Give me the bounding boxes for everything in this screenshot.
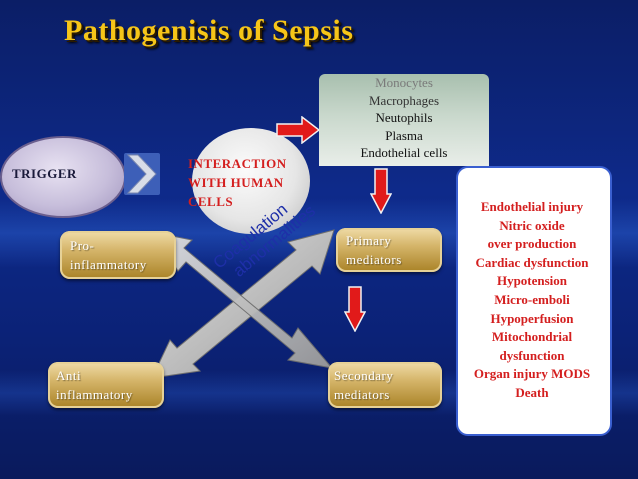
primary-mediators-box: [336, 228, 442, 272]
outcome-item: over production: [487, 236, 577, 252]
chevron-right-icon: [124, 153, 160, 195]
anti-inflammatory-line: inflammatory: [56, 387, 133, 402]
trigger-node: TRIGGER: [0, 136, 126, 218]
anti-inflammatory-label: Anti inflammatory: [56, 366, 133, 404]
cell-type: Monocytes: [375, 75, 433, 90]
cell-type: Endothelial cells: [360, 145, 448, 160]
interaction-label: INTERACTION WITH HUMAN CELLS: [188, 154, 287, 211]
arrow-down-icon: [344, 286, 366, 332]
outcomes-box: [456, 166, 612, 436]
outcomes-list: Endothelial injury Nitric oxide over pro…: [456, 198, 608, 403]
interaction-node: [192, 128, 310, 234]
slide-title: Pathogenisis of Sepsis: [64, 14, 354, 47]
pro-inflammatory-line: Pro-: [70, 238, 95, 253]
outcome-item: Nitric oxide: [499, 217, 565, 233]
anti-inflammatory-line: Anti: [56, 368, 82, 383]
outcome-item: Organ injury MODS: [473, 366, 591, 382]
cell-type: Neutophils: [375, 110, 433, 125]
secondary-mediators-line: Secondary: [334, 368, 394, 383]
trigger-label: TRIGGER: [12, 166, 77, 181]
outcome-item: Cardiac dysfunction: [475, 254, 589, 270]
secondary-mediators-label: Secondary mediators: [334, 366, 393, 404]
primary-mediators-label: Primary mediators: [346, 231, 402, 269]
arrow-down-icon: [370, 168, 392, 214]
secondary-mediators-line: mediators: [334, 387, 390, 402]
outcome-item: dysfunction: [499, 347, 565, 363]
interaction-line: INTERACTION: [188, 156, 287, 171]
primary-mediators-line: mediators: [346, 252, 402, 267]
interaction-line: WITH HUMAN: [188, 175, 284, 190]
anti-inflammatory-box: [48, 362, 164, 408]
outcome-item: Endothelial injury: [480, 199, 584, 214]
outcome-item: Death: [515, 384, 549, 400]
coagulation-arrows: [150, 229, 335, 379]
outcome-item: Micro-emboli: [494, 291, 570, 307]
cell-type: Plasma: [385, 127, 423, 143]
pro-inflammatory-line: inflammatory: [70, 257, 147, 272]
immune-cells-box: Monocytes Macrophages Neutophils Plasma …: [319, 74, 489, 166]
pro-inflammatory-box: [60, 231, 176, 279]
outcome-item: Hypoperfusion: [490, 310, 574, 326]
arrow-right-icon: [276, 116, 320, 144]
outcome-item: Hypotension: [496, 273, 568, 289]
secondary-mediators-box: [328, 362, 442, 408]
interaction-line: CELLS: [188, 194, 234, 209]
pro-inflammatory-label: Pro- inflammatory: [70, 236, 147, 274]
outcome-item: Mitochondrial: [491, 329, 573, 345]
cell-type: Macrophages: [368, 92, 440, 108]
primary-mediators-line: Primary: [346, 233, 392, 248]
